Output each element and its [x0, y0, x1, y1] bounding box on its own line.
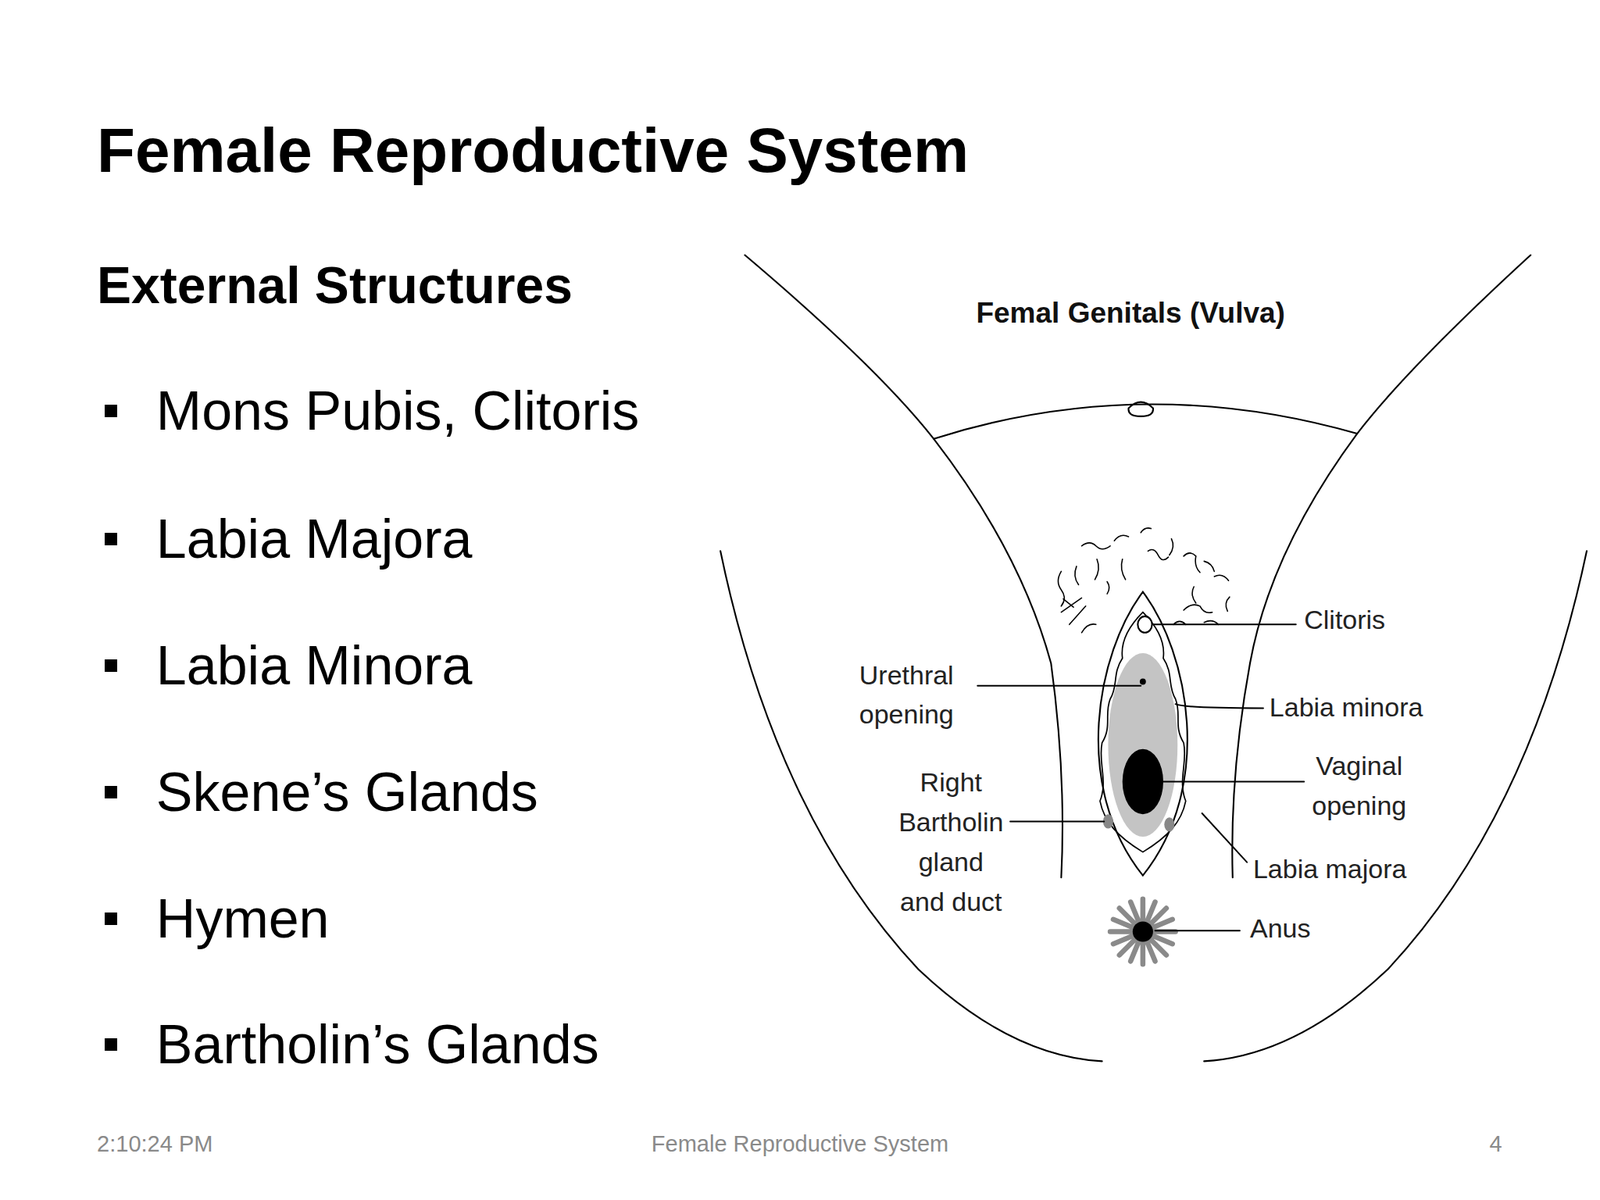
part-label: Labia majora: [1253, 853, 1408, 885]
part-label: Vaginal opening: [1304, 746, 1415, 826]
labia-majora: [1098, 592, 1188, 876]
bullet-item: Labia Majora: [156, 507, 473, 571]
bartholin-gland: [1164, 817, 1175, 832]
thigh-line: [1232, 255, 1531, 879]
vestibule: [1107, 653, 1178, 837]
bullet-square: [104, 1038, 118, 1051]
anus: [1110, 899, 1176, 965]
bullet-item: Hymen: [156, 886, 330, 950]
thigh-line: [744, 255, 1063, 879]
slide-title: Female Reproductive System: [96, 114, 969, 187]
part-label: Anus: [1250, 913, 1311, 944]
part-label: Urethral opening: [859, 656, 969, 734]
leader-line: [977, 624, 1304, 931]
bullet-item: Labia Minora: [156, 633, 473, 697]
part-label: Clitoris: [1303, 605, 1386, 636]
bullet-square: [104, 404, 118, 418]
part-label: Labia minora: [1269, 692, 1424, 724]
bullet-square: [104, 785, 118, 799]
bullet-square: [104, 912, 118, 925]
footer-time: 2:10:24 PM: [96, 1132, 213, 1158]
bullet-square: [104, 659, 118, 672]
subheading: External Structures: [96, 256, 573, 316]
abdomen-line: [933, 403, 1358, 439]
bullet-item: Mons Pubis, Clitoris: [156, 379, 640, 443]
footer-title: Female Reproductive System: [651, 1132, 949, 1158]
buttock-line: [1203, 550, 1587, 1061]
bullet-square: [104, 532, 118, 546]
figure-title: Femal Genitals (Vulva): [975, 296, 1285, 331]
part-label: Right Bartholin gland and duct: [896, 762, 1006, 922]
bullet-item: Bartholin’s Glands: [156, 1013, 600, 1077]
buttock-line: [720, 550, 1102, 1061]
navel: [1128, 402, 1154, 417]
anus: [1132, 921, 1154, 942]
bullet-item: Skene’s Glands: [156, 760, 539, 824]
labia-minora: [1100, 612, 1186, 853]
page-number: 4: [1489, 1132, 1502, 1158]
urethral-opening: [1139, 678, 1147, 686]
clitoris: [1137, 616, 1152, 633]
pubic-hair: [1057, 528, 1229, 633]
